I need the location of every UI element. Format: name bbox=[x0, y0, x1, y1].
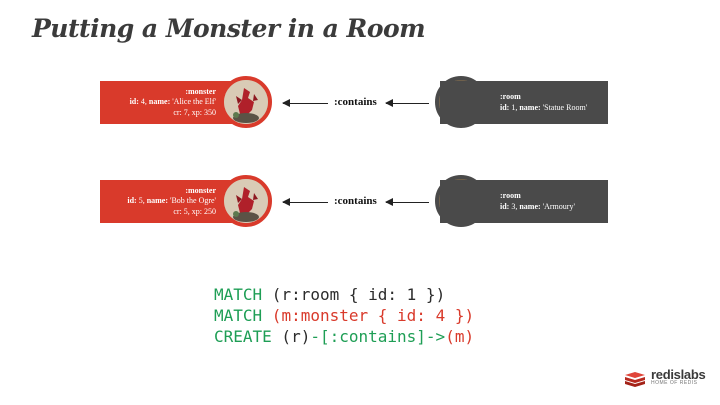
relationship-arrow-line bbox=[385, 99, 429, 107]
monster-node-alice[interactable] bbox=[220, 76, 272, 128]
id-value: 4, bbox=[140, 97, 149, 107]
name-key: name: bbox=[519, 201, 543, 211]
keyword-match: MATCH bbox=[214, 285, 263, 304]
name-value: 'Armoury' bbox=[542, 201, 575, 211]
relationship-label: :contains bbox=[334, 96, 377, 108]
room-type: :room bbox=[500, 191, 521, 200]
dragon-figurine-icon bbox=[224, 179, 268, 223]
monster-type: :monster bbox=[185, 86, 216, 96]
dragon-figurine-icon bbox=[224, 80, 268, 124]
code-line-1: MATCH (r:room { id: 1 }) bbox=[214, 284, 474, 305]
relationship-arrow-line bbox=[385, 198, 429, 206]
match-monster-clause: (m:monster { id: 4 }) bbox=[262, 306, 475, 325]
monster-node-bob[interactable] bbox=[220, 175, 272, 227]
name-key: name: bbox=[519, 102, 543, 112]
slide-title: Putting a Monster in a Room bbox=[32, 14, 426, 43]
keyword-create: CREATE bbox=[214, 327, 272, 346]
monster-type: :monster bbox=[185, 185, 216, 195]
id-key: id: bbox=[129, 97, 141, 107]
relationship-label: :contains bbox=[334, 195, 377, 207]
cr-xp-text: cr: 7, xp: 350 bbox=[173, 107, 216, 117]
code-line-3: CREATE (r)-[:contains]->(m) bbox=[214, 326, 474, 347]
name-value: 'Alice the Elf' bbox=[172, 97, 216, 107]
room-label-armoury: :room id: 3, name: 'Armoury' bbox=[440, 180, 608, 223]
logo-name: redislabs bbox=[651, 367, 706, 382]
redislabs-logo: redislabs HOME OF REDIS bbox=[624, 367, 706, 388]
create-monster-var: (m) bbox=[445, 327, 475, 346]
id-key: id: bbox=[500, 201, 512, 211]
room-type: :room bbox=[500, 92, 521, 101]
redis-cube-icon bbox=[625, 372, 645, 387]
cypher-code-block: MATCH (r:room { id: 1 })MATCH (m:monster… bbox=[214, 284, 474, 347]
id-key: id: bbox=[500, 102, 512, 112]
create-relationship: -[:contains]-> bbox=[310, 327, 446, 346]
id-key: id: bbox=[127, 196, 139, 206]
logo-tagline: HOME OF REDIS bbox=[651, 380, 698, 386]
room-label-statue: :room id: 1, name: 'Statue Room' bbox=[440, 81, 608, 124]
name-key: name: bbox=[148, 97, 173, 107]
name-value: 'Bob the Ogre' bbox=[170, 196, 216, 206]
code-line-2: MATCH (m:monster { id: 4 }) bbox=[214, 305, 474, 326]
create-room-var: (r) bbox=[271, 327, 311, 346]
relationship-arrow bbox=[282, 99, 328, 107]
id-value: 3, bbox=[511, 201, 520, 211]
relationship-arrow bbox=[282, 198, 328, 206]
cr-xp-text: cr: 5, xp: 250 bbox=[173, 206, 216, 216]
id-value: 1, bbox=[511, 102, 520, 112]
name-key: name: bbox=[146, 196, 171, 206]
keyword-match: MATCH bbox=[214, 306, 263, 325]
name-value: 'Statue Room' bbox=[542, 102, 588, 112]
match-room-clause: (r:room { id: 1 }) bbox=[262, 285, 446, 304]
id-value: 5, bbox=[138, 196, 147, 206]
